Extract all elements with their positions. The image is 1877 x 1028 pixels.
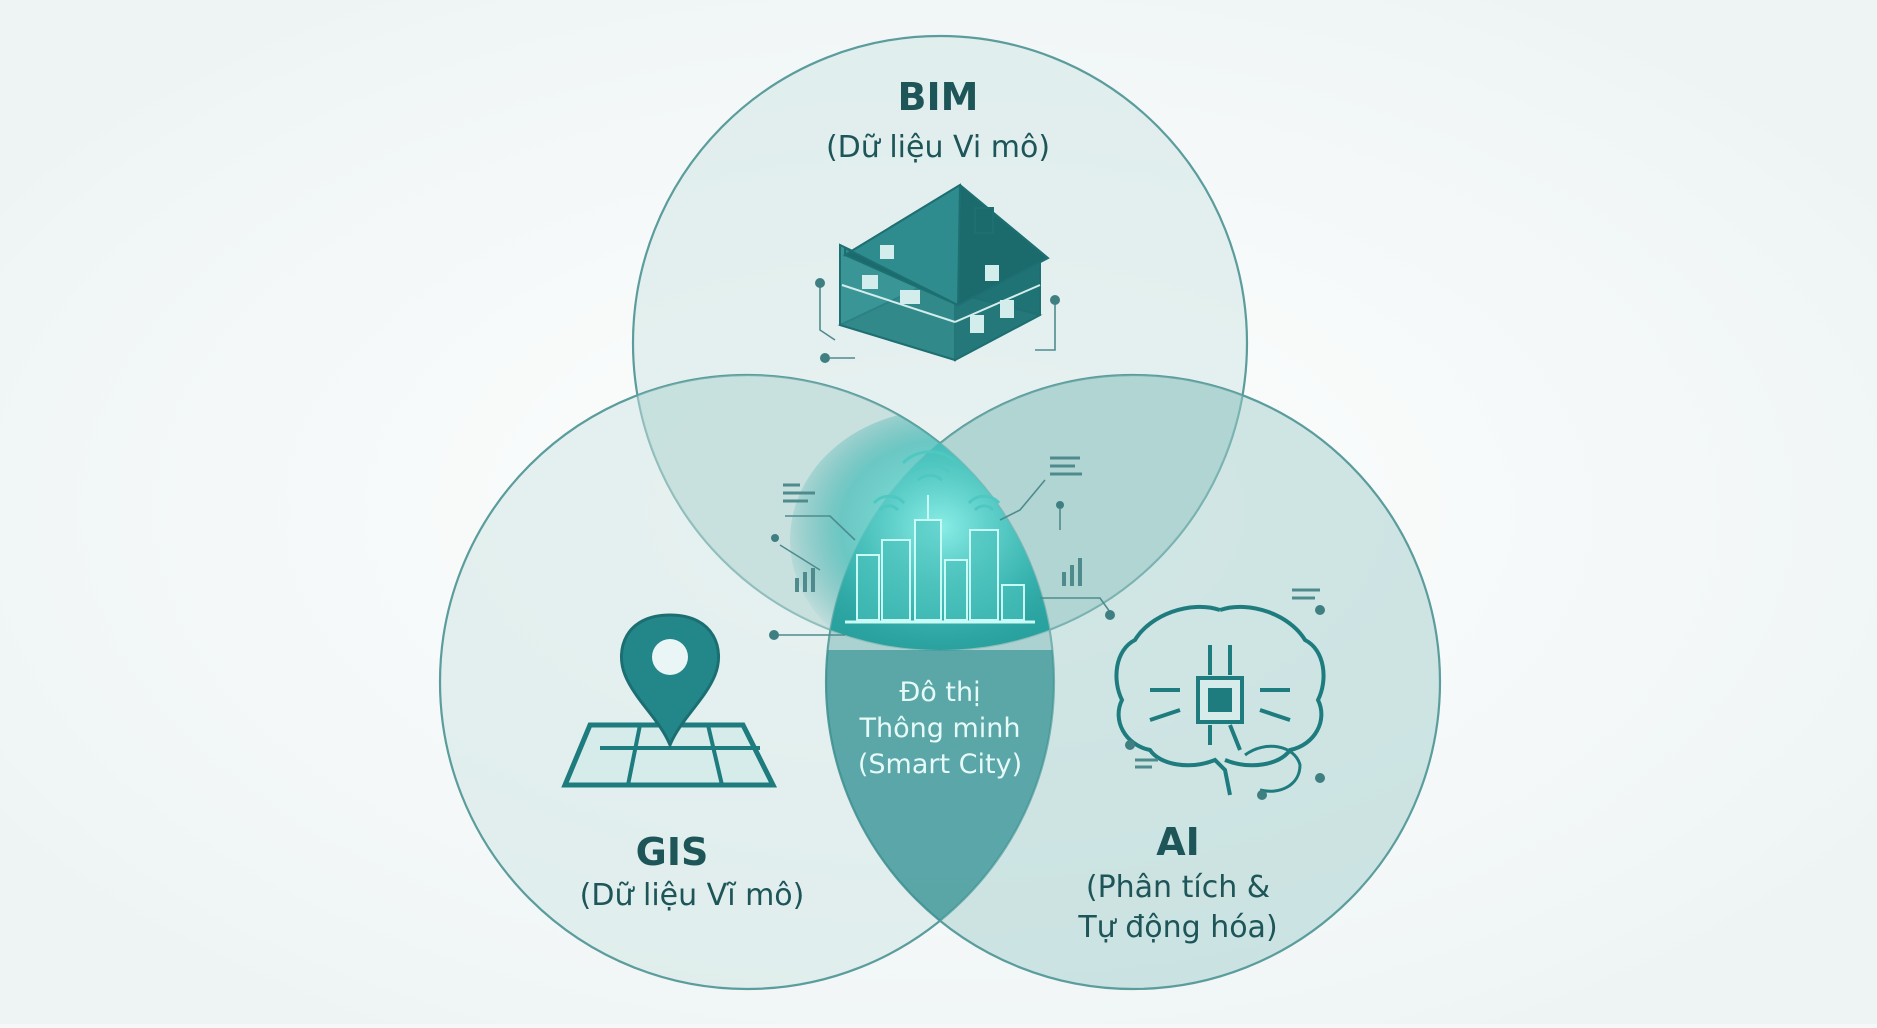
bim-subtitle: (Dữ liệu Vi mô) xyxy=(826,130,1050,165)
center-connector-lines xyxy=(769,456,1115,640)
house-connector-lines xyxy=(815,278,1060,363)
smart-city-icon xyxy=(845,495,1035,624)
brain-connector-dots xyxy=(1125,588,1325,800)
wifi-signal-icons xyxy=(872,450,1001,512)
ai-subtitle-line2: Tự động hóa) xyxy=(1077,910,1277,945)
center-line3: (Smart City) xyxy=(858,749,1022,780)
center-line2: Thông minh xyxy=(859,713,1021,744)
brain-chip-icon xyxy=(1114,604,1326,796)
bim-title: BIM xyxy=(898,75,979,119)
gis-subtitle: (Dữ liệu Vĩ mô) xyxy=(580,878,805,913)
ai-title: AI xyxy=(1156,820,1200,864)
ai-subtitle-line1: (Phân tích & xyxy=(1086,870,1270,905)
gis-title: GIS xyxy=(636,830,709,874)
house-icon xyxy=(837,183,1050,362)
map-pin-icon xyxy=(561,613,778,788)
center-line1: Đô thị xyxy=(899,677,980,708)
